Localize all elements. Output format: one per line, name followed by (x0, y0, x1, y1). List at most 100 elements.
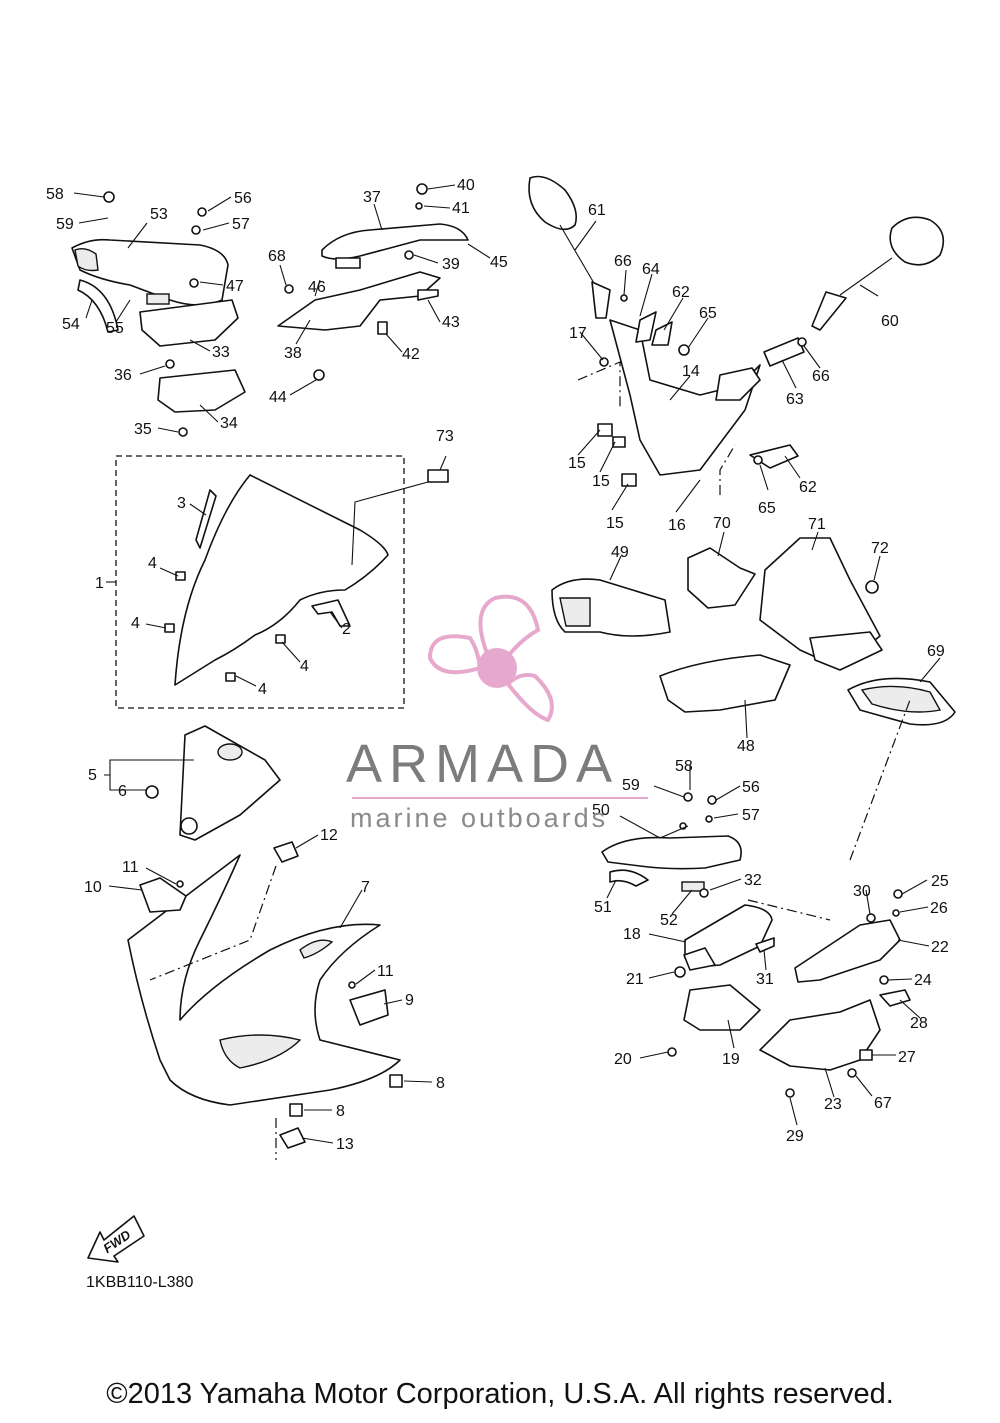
callout-53: 53 (150, 206, 168, 223)
callout-34: 34 (220, 415, 238, 432)
callout-labels: 58 59 53 56 57 54 55 47 33 36 34 35 37 4… (46, 177, 949, 1153)
callout-40: 40 (457, 177, 475, 194)
brand-divider (352, 797, 648, 799)
callout-69: 69 (927, 643, 945, 660)
front-cowling-group (127, 841, 403, 1160)
callout-1: 1 (95, 575, 104, 592)
duct-cover-group-left (71, 191, 246, 437)
callout-45: 45 (490, 254, 508, 271)
callout-52: 52 (660, 912, 678, 929)
callout-50: 50 (592, 802, 610, 819)
callout-71: 71 (808, 516, 826, 533)
callout-66-lower: 66 (812, 368, 830, 385)
callout-15-a: 15 (568, 455, 586, 472)
callout-8-center: 8 (336, 1103, 345, 1120)
callout-11-upper: 11 (122, 859, 139, 876)
callout-62-lower: 62 (799, 479, 817, 496)
brand-tagline: marine outboards (350, 803, 609, 833)
callout-14: 14 (682, 363, 700, 380)
callout-4-b: 4 (131, 615, 140, 632)
callout-59-lower: 59 (622, 777, 640, 794)
callout-9: 9 (405, 992, 414, 1009)
callout-20: 20 (614, 1051, 632, 1068)
callout-57: 57 (232, 216, 250, 233)
callout-27: 27 (898, 1049, 916, 1066)
callout-15-c: 15 (606, 515, 624, 532)
callout-65-lower: 65 (758, 500, 776, 517)
callout-12: 12 (320, 827, 338, 844)
callout-17: 17 (569, 325, 587, 342)
callout-26: 26 (930, 900, 948, 917)
callout-61: 61 (588, 202, 606, 219)
callout-36: 36 (114, 367, 132, 384)
callout-8-right: 8 (436, 1075, 445, 1092)
callout-49: 49 (611, 544, 629, 561)
callout-38: 38 (284, 345, 302, 362)
callout-56-lower: 56 (742, 779, 760, 796)
diagram-code: 1KBB110-L380 (86, 1274, 194, 1291)
callout-10: 10 (84, 879, 102, 896)
callout-22: 22 (931, 939, 949, 956)
callout-21: 21 (626, 971, 644, 988)
mirror-stay-group (528, 175, 945, 495)
callout-33: 33 (212, 344, 230, 361)
callout-4-a: 4 (148, 555, 157, 572)
callout-41: 41 (452, 200, 470, 217)
callout-67: 67 (874, 1095, 892, 1112)
callout-42: 42 (402, 346, 420, 363)
callout-7: 7 (361, 879, 370, 896)
callout-4-c: 4 (300, 658, 309, 675)
callout-58-lower: 58 (675, 758, 693, 775)
callout-3: 3 (177, 495, 186, 512)
callout-29: 29 (786, 1128, 804, 1145)
callout-56: 56 (234, 190, 252, 207)
callout-46: 46 (308, 279, 326, 296)
callout-32: 32 (744, 872, 762, 889)
callout-24: 24 (914, 972, 932, 989)
callout-2: 2 (342, 621, 351, 638)
callout-64: 64 (642, 261, 660, 278)
callout-25: 25 (931, 873, 949, 890)
callout-39: 39 (442, 256, 460, 273)
callout-62-upper: 62 (672, 284, 690, 301)
callout-60: 60 (881, 313, 899, 330)
copyright-notice: ©2013 Yamaha Motor Corporation, U.S.A. A… (106, 1378, 894, 1410)
callout-23: 23 (824, 1096, 842, 1113)
callout-43: 43 (442, 314, 460, 331)
callout-19: 19 (722, 1051, 740, 1068)
callout-15-b: 15 (592, 473, 610, 490)
brand-name: ARMADA (346, 734, 620, 794)
propeller-logo-icon (427, 594, 554, 723)
callout-37: 37 (363, 189, 381, 206)
callout-6: 6 (118, 783, 127, 800)
callout-54: 54 (62, 316, 80, 333)
callout-13: 13 (336, 1136, 354, 1153)
callout-30: 30 (853, 883, 871, 900)
callout-57-lower: 57 (742, 807, 760, 824)
callout-28: 28 (910, 1015, 928, 1032)
callout-65-upper: 65 (699, 305, 717, 322)
leader-lines (73, 184, 941, 1144)
air-duct-group (551, 537, 956, 726)
callout-72: 72 (871, 540, 889, 557)
side-cover-group-right (601, 699, 911, 1098)
callout-51: 51 (594, 899, 612, 916)
callout-18: 18 (623, 926, 641, 943)
callout-11-lower: 11 (377, 963, 394, 980)
callout-63: 63 (786, 391, 804, 408)
callout-66-upper: 66 (614, 253, 632, 270)
bracket-group-center (277, 183, 469, 381)
callout-47: 47 (226, 278, 244, 295)
inner-panel-group (145, 725, 281, 841)
fwd-arrow-icon: FWD (87, 1215, 145, 1263)
callout-73: 73 (436, 428, 454, 445)
callout-59: 59 (56, 216, 74, 233)
callout-35: 35 (134, 421, 152, 438)
callout-55: 55 (106, 320, 124, 337)
callout-70: 70 (713, 515, 731, 532)
callout-44: 44 (269, 389, 287, 406)
callout-16: 16 (668, 517, 686, 534)
callout-31: 31 (756, 971, 774, 988)
callout-68: 68 (268, 248, 286, 265)
